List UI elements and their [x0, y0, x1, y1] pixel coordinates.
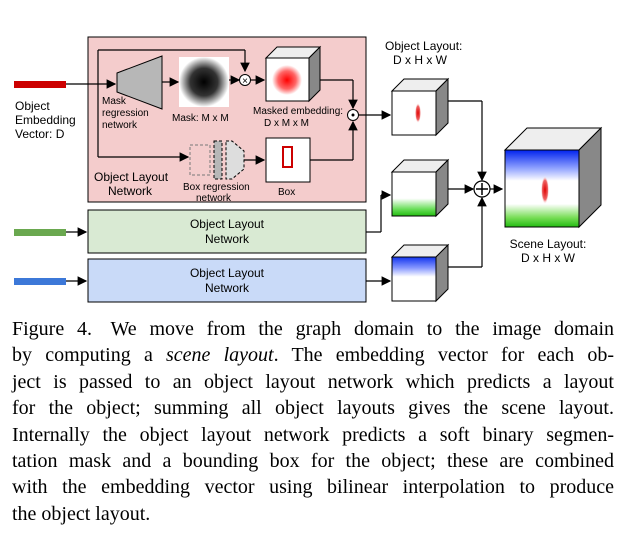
- box-label: Box: [278, 187, 295, 198]
- object-layout-title-line2: D x H x W: [393, 53, 448, 67]
- mask-image: [179, 57, 229, 107]
- mask-regression-label-line3: network: [102, 120, 138, 131]
- green-input-bar: [14, 229, 66, 236]
- caption-line-3: ject is passed to an object layout netwo…: [12, 370, 614, 393]
- red-input-bar: [14, 81, 66, 88]
- bounding-box-icon: [282, 146, 293, 168]
- object-layout-network-inner-label-line1: Object Layout: [94, 170, 169, 184]
- mask-regression-label-line1: Mask: [102, 96, 127, 107]
- box-output: [265, 137, 311, 183]
- object-layout-cube-blue: [390, 243, 450, 303]
- mask-regression-network: [116, 55, 163, 110]
- scene-layout-label-line2: D x H x W: [521, 251, 576, 265]
- caption-line-7: with the embedding vector using bilinear…: [12, 476, 614, 499]
- blue-input-bar: [14, 278, 66, 285]
- input-label-line3: Vector: D: [15, 127, 65, 141]
- network-blue-label-line1: Object Layout: [190, 266, 265, 280]
- caption-line-2: by computing a scene layout. The embeddi…: [12, 344, 614, 367]
- caption-line-4: for the object; summing all object layou…: [12, 397, 614, 420]
- caption-line-8: the object layout.: [12, 502, 151, 525]
- network-green-label-line2: Network: [205, 232, 250, 246]
- caption-line-5: Internally the object layout network pre…: [12, 423, 614, 446]
- masked-embedding-cube: [264, 45, 322, 103]
- mask-label: Mask: M x M: [172, 113, 229, 124]
- caption-line-6: tation mask and a bounding box for the o…: [12, 450, 614, 473]
- figure-caption: Figure 4. We move from the graph domain …: [12, 316, 614, 527]
- caption-emphasis: scene layout: [166, 344, 274, 367]
- masked-embedding-label-line2: D x M x M: [264, 118, 309, 129]
- box-regression-network: [189, 140, 245, 180]
- box-regression-label-line1: Box regression: [183, 182, 250, 193]
- masked-embedding-label-line1: Masked embedding:: [253, 106, 343, 117]
- object-layout-network-inner-label-line2: Network: [108, 184, 153, 198]
- input-label-line1: Object: [15, 99, 50, 113]
- box-regression-label-line2: network: [196, 193, 232, 204]
- mask-regression-label-line2: regression: [102, 108, 149, 119]
- dot-symbol-icon: [351, 113, 355, 117]
- scene-layout-label-line1: Scene Layout:: [510, 237, 587, 251]
- network-blue-label-line2: Network: [205, 281, 250, 295]
- scene-layout-cube: [503, 126, 603, 229]
- object-layout-figure: Object Embedding Vector: D Mask regressi…: [14, 36, 603, 303]
- caption-line-1: Figure 4. We move from the graph domain …: [12, 318, 615, 340]
- object-layout-cube-red: [390, 77, 450, 137]
- multiply-operator: [239, 74, 251, 86]
- object-layout-network-green: [87, 209, 367, 254]
- input-label-line2: Embedding: [15, 113, 76, 127]
- object-layout-network-blue: [87, 258, 367, 303]
- network-green-label-line1: Object Layout: [190, 217, 265, 231]
- object-layout-title-line1: Object Layout:: [385, 39, 462, 53]
- object-layout-cube-green: [390, 158, 450, 218]
- caption-label: Figure 4.: [12, 318, 93, 340]
- multiply-symbol-icon: ×: [242, 76, 248, 87]
